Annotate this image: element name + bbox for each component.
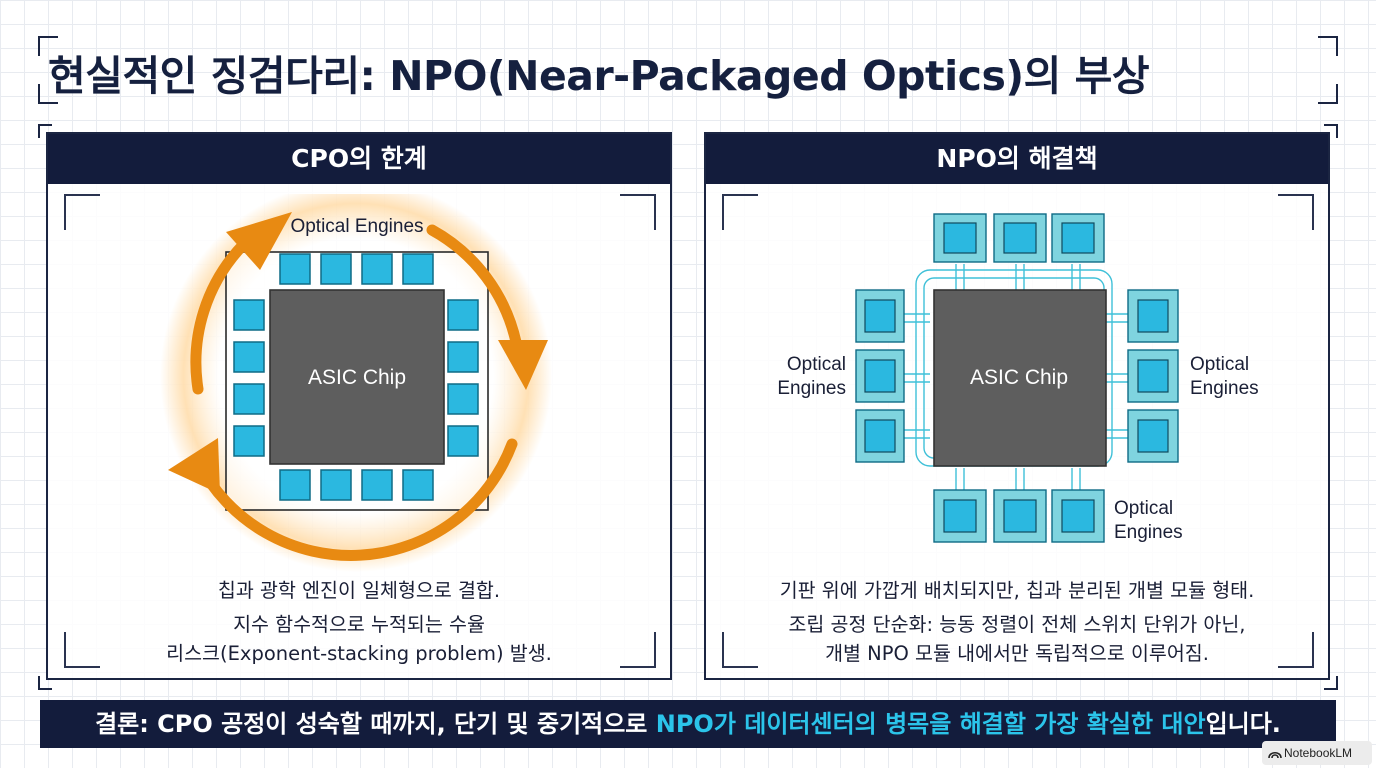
npo-modules-bottom: [933, 489, 1105, 543]
cpo-engines-right: [447, 299, 479, 457]
npo-panel: NPO의 해결책 ASIC Chip: [704, 132, 1330, 680]
npo-modules-left: [855, 289, 905, 463]
npo-panel-header: NPO의 해결책: [706, 134, 1328, 184]
cpo-arrow-heads: [168, 212, 548, 494]
npo-inner-frame: [722, 194, 1314, 668]
npo-left-label-2: Engines: [777, 378, 846, 399]
cpo-inner-frame: [64, 194, 656, 668]
npo-left-label-1: Optical: [787, 354, 846, 375]
npo-chip-label: ASIC Chip: [970, 366, 1068, 389]
cpo-chip-label: ASIC Chip: [308, 366, 406, 389]
npo-modules-top: [933, 213, 1105, 263]
conclusion-bar: 결론: CPO 공정이 성숙할 때까지, 단기 및 중기적으로 NPO가 데이터…: [40, 700, 1336, 748]
cpo-cycle-arrows: [190, 224, 522, 561]
npo-caption-1: 기판 위에 가깝게 배치되지만, 칩과 분리된 개별 모듈 형태.: [779, 579, 1255, 602]
cpo-engines-bottom: [279, 469, 434, 501]
title-frame: 현실적인 징검다리: NPO(Near-Packaged Optics)의 부상: [38, 36, 1338, 104]
cpo-caption-3: 리스크(Exponent-stacking problem) 발생.: [166, 642, 552, 665]
npo-caption-2: 조립 공정 단순화: 능동 정렬이 전체 스위치 단위가 아닌,: [788, 613, 1246, 636]
npo-right-label-2: Engines: [1190, 378, 1259, 399]
page-title: 현실적인 징검다리: NPO(Near-Packaged Optics)의 부상: [48, 52, 1150, 100]
conclusion-highlight: NPO가 데이터센터의 병목을 해결할 가장 확실한 대안: [655, 710, 1206, 738]
cpo-panel-header: CPO의 한계: [48, 134, 670, 184]
npo-diagram: ASIC Chip Optical Engines: [777, 213, 1259, 543]
npo-asic-chip: [933, 289, 1107, 467]
notebooklm-watermark: NotebookLM: [1262, 741, 1372, 765]
cpo-caption-2: 지수 함수적으로 누적되는 수율: [233, 613, 485, 636]
notebooklm-icon: [1268, 751, 1282, 759]
cpo-engines-left: [233, 299, 265, 457]
panels-frame: [38, 124, 1338, 690]
conclusion-suffix: 입니다.: [1205, 710, 1281, 738]
cpo-asic-chip: [269, 289, 445, 465]
watermark-text: NotebookLM: [1284, 746, 1353, 760]
npo-bottom-label-1: Optical: [1114, 498, 1173, 519]
conclusion-prefix: 결론: CPO 공정이 성숙할 때까지, 단기 및 중기적으로: [95, 710, 656, 738]
npo-bottom-label-2: Engines: [1114, 522, 1183, 543]
npo-right-label-1: Optical: [1190, 354, 1249, 375]
cpo-engines-top: [279, 253, 434, 285]
cpo-optical-engines-label: Optical Engines: [290, 216, 423, 237]
cpo-panel: CPO의 한계: [46, 132, 672, 680]
cpo-caption-1: 칩과 광학 엔진이 일체형으로 결합.: [217, 579, 501, 602]
cpo-diagram: ASIC Chip Optical Engines: [160, 194, 552, 572]
npo-caption-3: 개별 NPO 모듈 내에서만 독립적으로 이루어짐.: [825, 642, 1209, 665]
npo-modules-right: [1127, 289, 1179, 463]
